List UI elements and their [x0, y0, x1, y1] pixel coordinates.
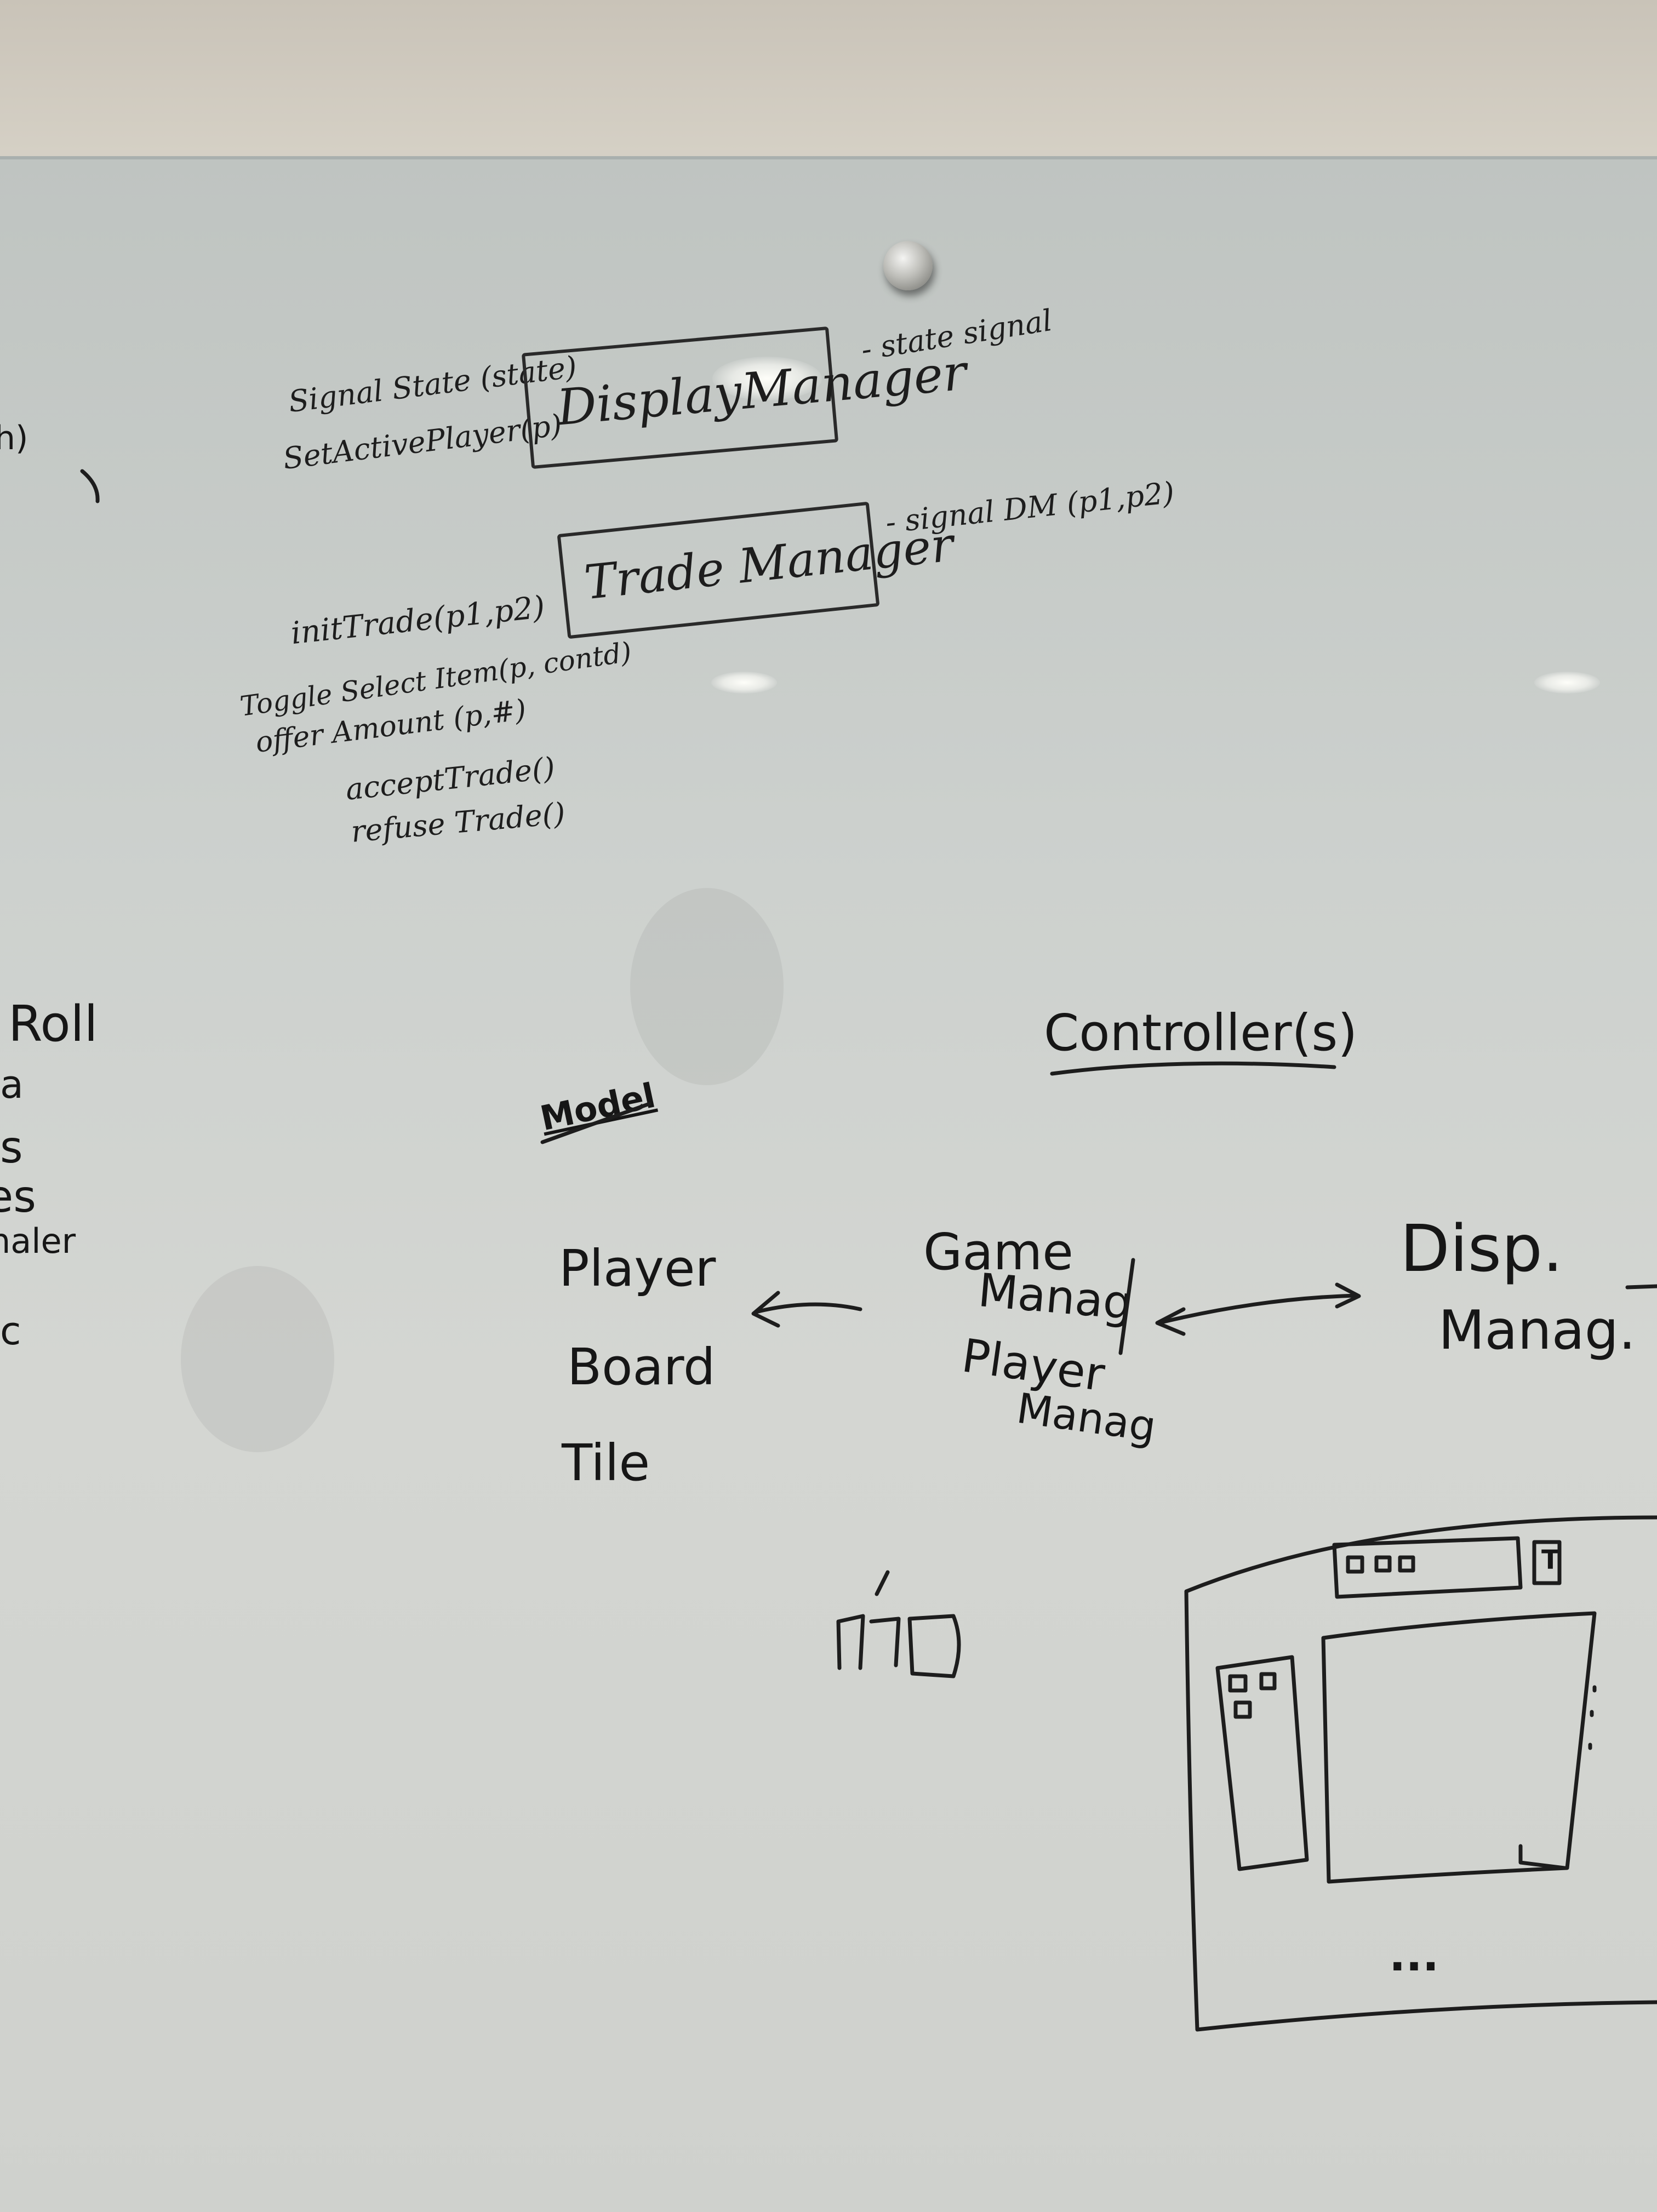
display-manager-short: Manag. — [1438, 1299, 1636, 1362]
edge-fragment: es — [0, 1171, 36, 1222]
edge-dash — [1625, 1284, 1657, 1290]
model-item: Player — [559, 1239, 716, 1298]
arrow-head — [1155, 1307, 1186, 1336]
sketch-top-bar — [1332, 1536, 1523, 1599]
arrow-head — [751, 1291, 780, 1328]
edge-fragment: a — [0, 1062, 24, 1107]
whiteboard — [0, 156, 1657, 2212]
display-manager-short: Disp. — [1400, 1211, 1563, 1286]
edge-fragment: s — [0, 1122, 23, 1173]
doodle — [836, 1570, 961, 1678]
controllers-underline — [1050, 1061, 1336, 1076]
model-item: Board — [567, 1338, 716, 1396]
manager-slash — [1118, 1258, 1135, 1355]
sketch-left-panel — [1215, 1655, 1309, 1871]
arrow-head — [1335, 1282, 1361, 1309]
double-arrow — [1157, 1293, 1358, 1325]
sketch-frame — [1184, 1515, 1657, 2032]
sketch-left-square — [1228, 1672, 1277, 1719]
model-underline — [540, 1102, 652, 1144]
ceiling-light-reflection — [1534, 672, 1600, 694]
arrow-to-model — [754, 1302, 862, 1314]
ceiling-light-reflection — [711, 672, 777, 694]
sketch-ellipsis: ... — [1389, 1930, 1439, 1981]
model-item: Tile — [562, 1434, 650, 1492]
reflection-silhouette — [181, 1266, 334, 1452]
edge-stroke — [80, 469, 100, 503]
sketch-dots — [1588, 1685, 1597, 1750]
game-manager-line: Game — [923, 1223, 1073, 1281]
sketch-badge-box — [1532, 1540, 1562, 1585]
wall — [0, 0, 1657, 164]
mounting-pin-icon — [883, 241, 933, 290]
edge-fragment: naler — [0, 1221, 76, 1261]
reflection-silhouette — [630, 888, 784, 1085]
sketch-badge: T — [1541, 1545, 1559, 1575]
edge-fragment: c — [0, 1309, 21, 1354]
edge-fragment: h) — [0, 419, 28, 457]
controllers-heading: Controller(s) — [1044, 1004, 1358, 1062]
edge-fragment: Roll — [8, 995, 98, 1053]
sketch-main-panel — [1321, 1611, 1597, 1884]
sketch-top-square — [1346, 1555, 1415, 1574]
ceiling-light-reflection — [712, 357, 822, 400]
sketch-corner-fold — [1518, 1844, 1567, 1870]
